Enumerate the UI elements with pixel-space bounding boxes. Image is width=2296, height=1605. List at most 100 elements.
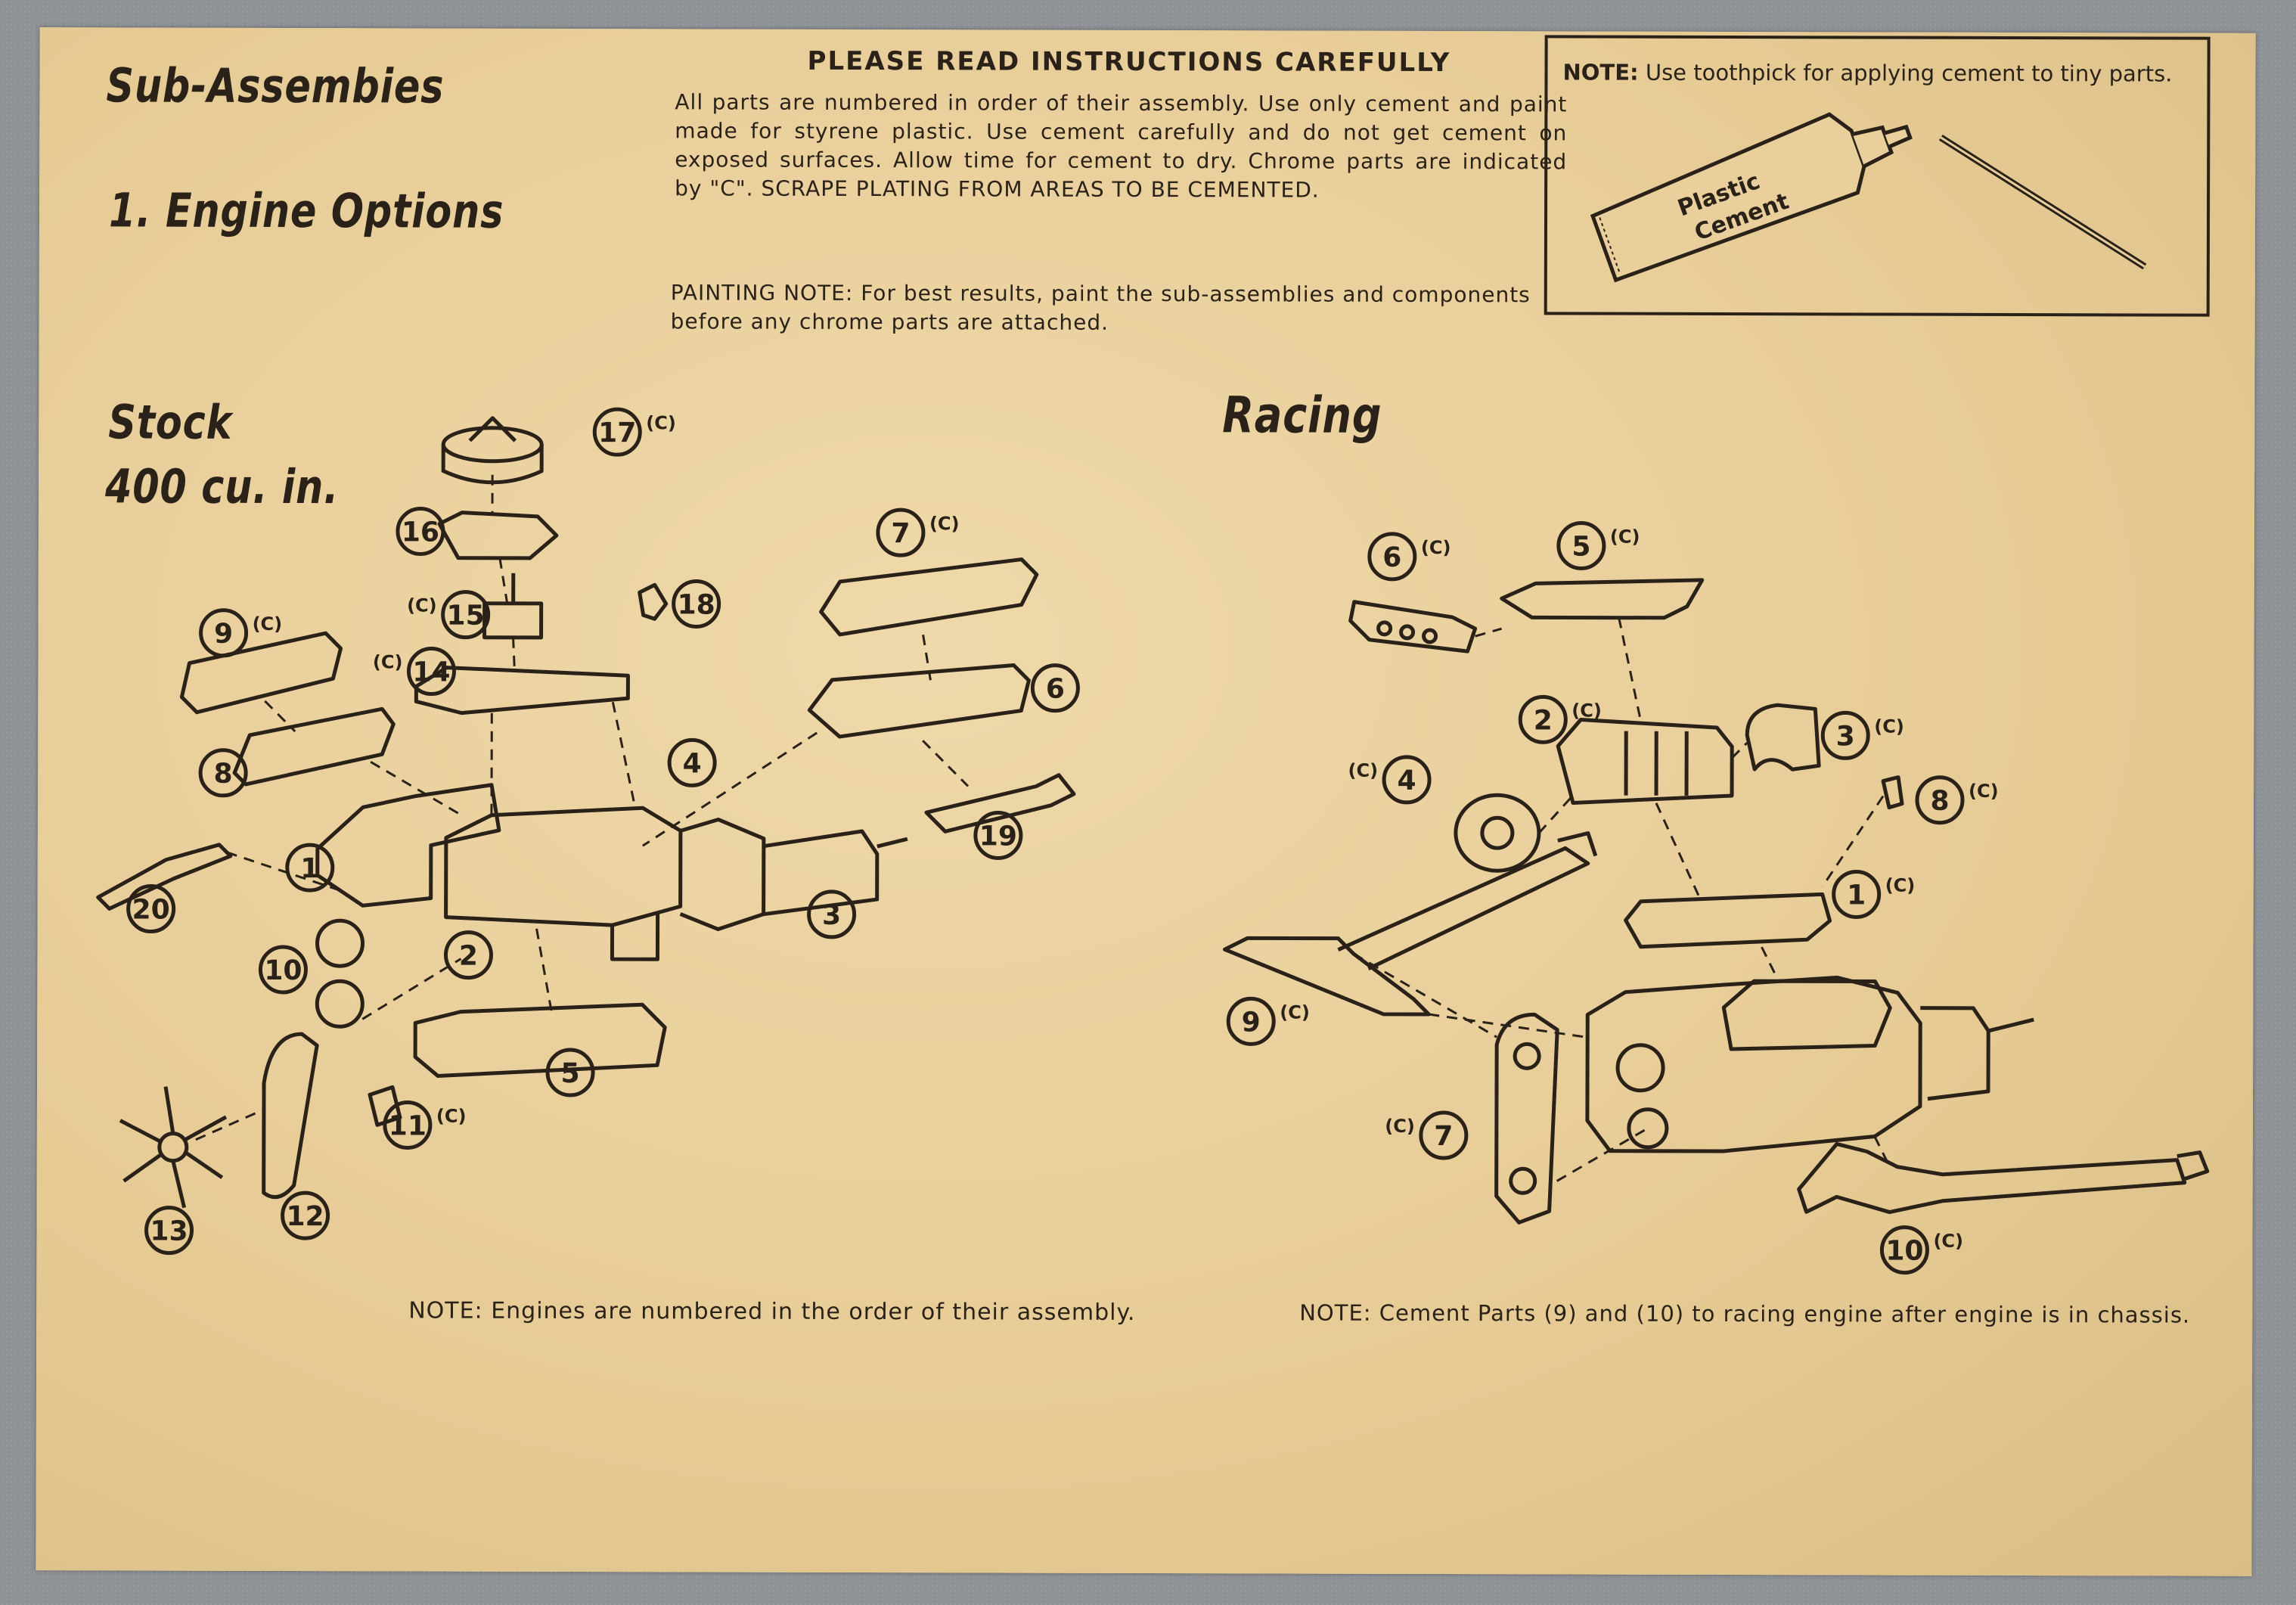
- racing-part-number-8: 8: [1930, 786, 1949, 817]
- racing-callout-circle-4: [1382, 755, 1432, 805]
- racing-part-2-shape: [1556, 718, 1734, 805]
- stock-engine-drawing: [96, 416, 1076, 1209]
- stock-callout-circle-9: [199, 608, 249, 658]
- instruction-sheet: Sub-Assembies 1. Engine Options PLEASE R…: [36, 27, 2256, 1576]
- stock-part-number-20: 20: [132, 894, 170, 925]
- racing-chrome-mark-9: (C): [1280, 1001, 1310, 1023]
- racing-callout-circle-9: [1226, 996, 1276, 1046]
- stock-assembly-lines: [195, 474, 970, 1141]
- engine-diagrams: 1234567(C)89(C)1011(C)121314(C)15(C)1617…: [96, 407, 2210, 1275]
- stock-callout-circle-20: [126, 884, 176, 934]
- stock-chrome-mark-11: (C): [436, 1106, 467, 1127]
- stock-part-8-shape: [232, 706, 396, 787]
- racing-part-9-shape: [1222, 936, 1431, 1017]
- racing-chrome-mark-2: (C): [1572, 700, 1602, 721]
- racing-part-number-7: 7: [1434, 1121, 1453, 1152]
- stock-callout-circle-6: [1030, 663, 1080, 713]
- stock-callout-circle-17: [592, 407, 642, 457]
- stock-callout-circle-13: [144, 1206, 194, 1256]
- part-callouts: 1234567(C)89(C)1011(C)121314(C)15(C)1617…: [126, 407, 1999, 1275]
- racing-part-number-10: 10: [1885, 1236, 1923, 1267]
- stock-callout-circle-19: [973, 810, 1023, 860]
- racing-callout-circle-8: [1915, 775, 1965, 825]
- stock-chrome-mark-15: (C): [407, 595, 437, 616]
- stock-callout-circle-18: [672, 579, 721, 629]
- racing-engine-drawing: [1222, 578, 2210, 1225]
- stock-part-17-shape: [441, 426, 544, 464]
- stock-part-number-19: 19: [979, 821, 1017, 852]
- racing-part-5-shape: [1500, 578, 1705, 620]
- stock-part-number-13: 13: [150, 1216, 188, 1247]
- stock-part-number-16: 16: [402, 517, 439, 548]
- racing-part-number-4: 4: [1397, 765, 1416, 796]
- racing-chrome-mark-10: (C): [1933, 1231, 1963, 1252]
- stock-part-13-shape: [119, 1086, 228, 1209]
- racing-chrome-mark-8: (C): [1969, 781, 1999, 802]
- stock-part-3-shape: [679, 818, 766, 932]
- stock-callout-circle-10: [258, 945, 308, 995]
- stock-callout-circle-15: [441, 590, 491, 640]
- stock-callout-circle-16: [396, 506, 445, 556]
- stock-part-number-4: 4: [683, 748, 702, 779]
- stock-part-19-shape: [924, 773, 1076, 834]
- stock-callout-circle-1: [285, 843, 335, 893]
- racing-part-number-6: 6: [1382, 542, 1401, 573]
- racing-part-7-shape: [1494, 1012, 1559, 1225]
- stock-part-12-shape: [262, 1032, 319, 1200]
- stock-part-number-11: 11: [389, 1110, 427, 1141]
- racing-callout-circle-10: [1879, 1225, 1929, 1275]
- stock-part-number-18: 18: [678, 589, 715, 620]
- stock-part-number-8: 8: [214, 759, 233, 790]
- cement-tube-illustration: Plastic Cement: [1590, 112, 2147, 283]
- stock-part-number-12: 12: [286, 1201, 324, 1232]
- racing-callout-circle-2: [1518, 694, 1568, 744]
- racing-chrome-mark-6: (C): [1421, 537, 1451, 558]
- stock-part-number-1: 1: [300, 853, 319, 884]
- racing-part-number-3: 3: [1836, 721, 1855, 752]
- racing-engine-block-shape: [1585, 975, 1922, 1153]
- stock-part-18-shape: [638, 582, 669, 621]
- racing-chrome-mark-5: (C): [1610, 526, 1640, 548]
- stock-part-number-5: 5: [560, 1058, 579, 1089]
- stock-part-number-7: 7: [891, 518, 910, 549]
- stock-part-1-shape: [315, 783, 501, 908]
- stock-callout-circle-12: [281, 1191, 330, 1240]
- racing-chrome-mark-1: (C): [1885, 875, 1916, 896]
- racing-chrome-mark-4: (C): [1348, 760, 1379, 781]
- stock-part-number-2: 2: [459, 941, 478, 972]
- stock-callout-circle-5: [545, 1048, 595, 1097]
- stock-callout-circle-14: [406, 647, 456, 697]
- stock-callout-circle-11: [383, 1100, 433, 1150]
- racing-part-number-5: 5: [1572, 531, 1590, 562]
- racing-chrome-mark-7: (C): [1385, 1116, 1415, 1137]
- stock-part-number-14: 14: [412, 657, 450, 688]
- stock-chrome-mark-17: (C): [646, 412, 676, 433]
- racing-part-4-shape: [1454, 793, 1541, 873]
- stock-part-16-shape: [437, 511, 559, 560]
- stock-part-15-shape: [482, 601, 544, 640]
- stock-part-14-shape: [414, 666, 630, 716]
- stock-part-7-shape: [819, 557, 1039, 637]
- stock-chrome-mark-7: (C): [929, 513, 960, 534]
- stock-part-20-shape: [96, 843, 233, 911]
- stock-part-number-3: 3: [822, 900, 841, 931]
- racing-chrome-mark-3: (C): [1874, 716, 1904, 737]
- stock-footnote: NOTE: Engines are numbered in the order …: [408, 1297, 1136, 1326]
- stock-part-number-17: 17: [598, 418, 636, 449]
- stock-part-number-9: 9: [214, 619, 233, 650]
- racing-assembly-lines: [1352, 617, 1891, 1182]
- stock-part-number-15: 15: [447, 601, 485, 632]
- racing-callout-circle-1: [1832, 869, 1882, 919]
- stock-part-10-shape: [315, 918, 365, 968]
- racing-callout-circle-6: [1367, 532, 1417, 582]
- stock-callout-circle-8: [198, 748, 248, 798]
- racing-footnote: NOTE: Cement Parts (9) and (10) to racin…: [1299, 1299, 2191, 1328]
- stock-chrome-mark-14: (C): [373, 651, 403, 672]
- racing-part-8-shape: [1881, 775, 1904, 810]
- racing-callout-circle-7: [1419, 1110, 1469, 1160]
- racing-part-3-shape: [1745, 703, 1821, 771]
- racing-part-1-shape: [1624, 892, 1832, 949]
- stock-part-9-shape: [179, 631, 343, 715]
- stock-part-number-10: 10: [264, 955, 302, 986]
- racing-part-6-shape: [1348, 600, 1478, 653]
